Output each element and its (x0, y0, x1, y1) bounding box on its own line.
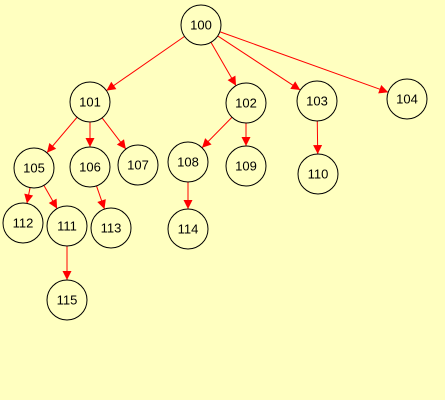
arrowhead-icon (313, 144, 323, 155)
node-106[interactable]: 106 (69, 146, 111, 188)
node-circle (69, 81, 111, 123)
node-circle (180, 4, 222, 46)
node-107[interactable]: 107 (117, 144, 159, 186)
node-circle (297, 153, 339, 195)
node-circle (117, 144, 159, 186)
arrowhead-icon (116, 139, 126, 150)
edge-106-113 (96, 185, 106, 210)
edge-102-108 (201, 116, 233, 149)
arrowhead-icon (290, 81, 301, 91)
edge-103-110 (313, 120, 323, 155)
node-circle (296, 80, 338, 122)
edge-105-111 (43, 185, 58, 209)
edge-111-115 (62, 246, 72, 280)
edge-105-112 (24, 187, 34, 204)
node-label: 108 (177, 155, 199, 170)
arrowhead-icon (183, 200, 193, 209)
arrowhead-icon (24, 193, 34, 204)
node-label: 115 (57, 293, 78, 308)
node-circle (386, 78, 428, 120)
node-112[interactable]: 112 (2, 202, 44, 244)
node-label: 106 (79, 160, 101, 175)
node-label: 104 (396, 92, 418, 107)
node-100[interactable]: 100 (180, 4, 222, 46)
node-105[interactable]: 105 (13, 147, 55, 189)
node-111[interactable]: 111 (46, 205, 88, 247)
node-103[interactable]: 103 (296, 80, 338, 122)
node-circle (90, 207, 132, 249)
edge-100-104 (219, 31, 389, 94)
node-circle (225, 82, 267, 124)
node-circle (167, 141, 209, 183)
node-label: 111 (57, 219, 77, 234)
node-label: 113 (101, 221, 122, 236)
node-label: 107 (127, 158, 149, 173)
edge-line (106, 35, 185, 92)
node-label: 103 (306, 94, 328, 109)
arrowhead-icon (48, 198, 58, 209)
node-label: 100 (190, 18, 212, 33)
arrowhead-icon (378, 84, 389, 94)
node-104[interactable]: 104 (386, 78, 428, 120)
node-circle (13, 147, 55, 189)
node-109[interactable]: 109 (225, 145, 267, 187)
node-circle (2, 202, 44, 244)
node-101[interactable]: 101 (69, 81, 111, 123)
arrowhead-icon (97, 199, 106, 210)
node-108[interactable]: 108 (167, 141, 209, 183)
node-circle (69, 146, 111, 188)
edge-100-102 (210, 42, 237, 86)
node-110[interactable]: 110 (297, 153, 339, 195)
arrowhead-icon (106, 81, 117, 91)
node-label: 102 (235, 96, 257, 111)
arrowhead-icon (241, 137, 251, 146)
arrowhead-icon (62, 271, 72, 280)
node-102[interactable]: 102 (225, 82, 267, 124)
node-115[interactable]: 115 (46, 279, 88, 321)
node-layer: 100 101 102 103 104 105 106 107 108 109 110 111 112 1… (2, 4, 428, 321)
edge-line (219, 31, 389, 93)
node-circle (225, 145, 267, 187)
edge-101-107 (101, 117, 127, 150)
edge-101-106 (85, 122, 95, 147)
node-circle (167, 208, 209, 250)
arrowhead-icon (202, 138, 212, 148)
node-label: 101 (79, 95, 101, 110)
node-114[interactable]: 114 (167, 208, 209, 250)
node-label: 110 (308, 167, 329, 182)
edge-101-105 (46, 116, 78, 154)
edge-layer (24, 31, 389, 280)
arrowhead-icon (46, 142, 57, 153)
edge-line (217, 35, 301, 91)
edge-100-103 (217, 35, 301, 91)
edge-100-101 (106, 35, 185, 92)
node-circle (46, 205, 88, 247)
node-label: 114 (178, 222, 199, 237)
node-label: 112 (13, 216, 34, 231)
node-label: 109 (235, 159, 257, 174)
node-circle (46, 279, 88, 321)
edge-102-109 (241, 123, 251, 146)
node-113[interactable]: 113 (90, 207, 132, 249)
arrowhead-icon (85, 138, 95, 147)
node-label: 105 (23, 161, 45, 176)
edge-108-114 (183, 182, 193, 209)
arrowhead-icon (227, 75, 237, 86)
